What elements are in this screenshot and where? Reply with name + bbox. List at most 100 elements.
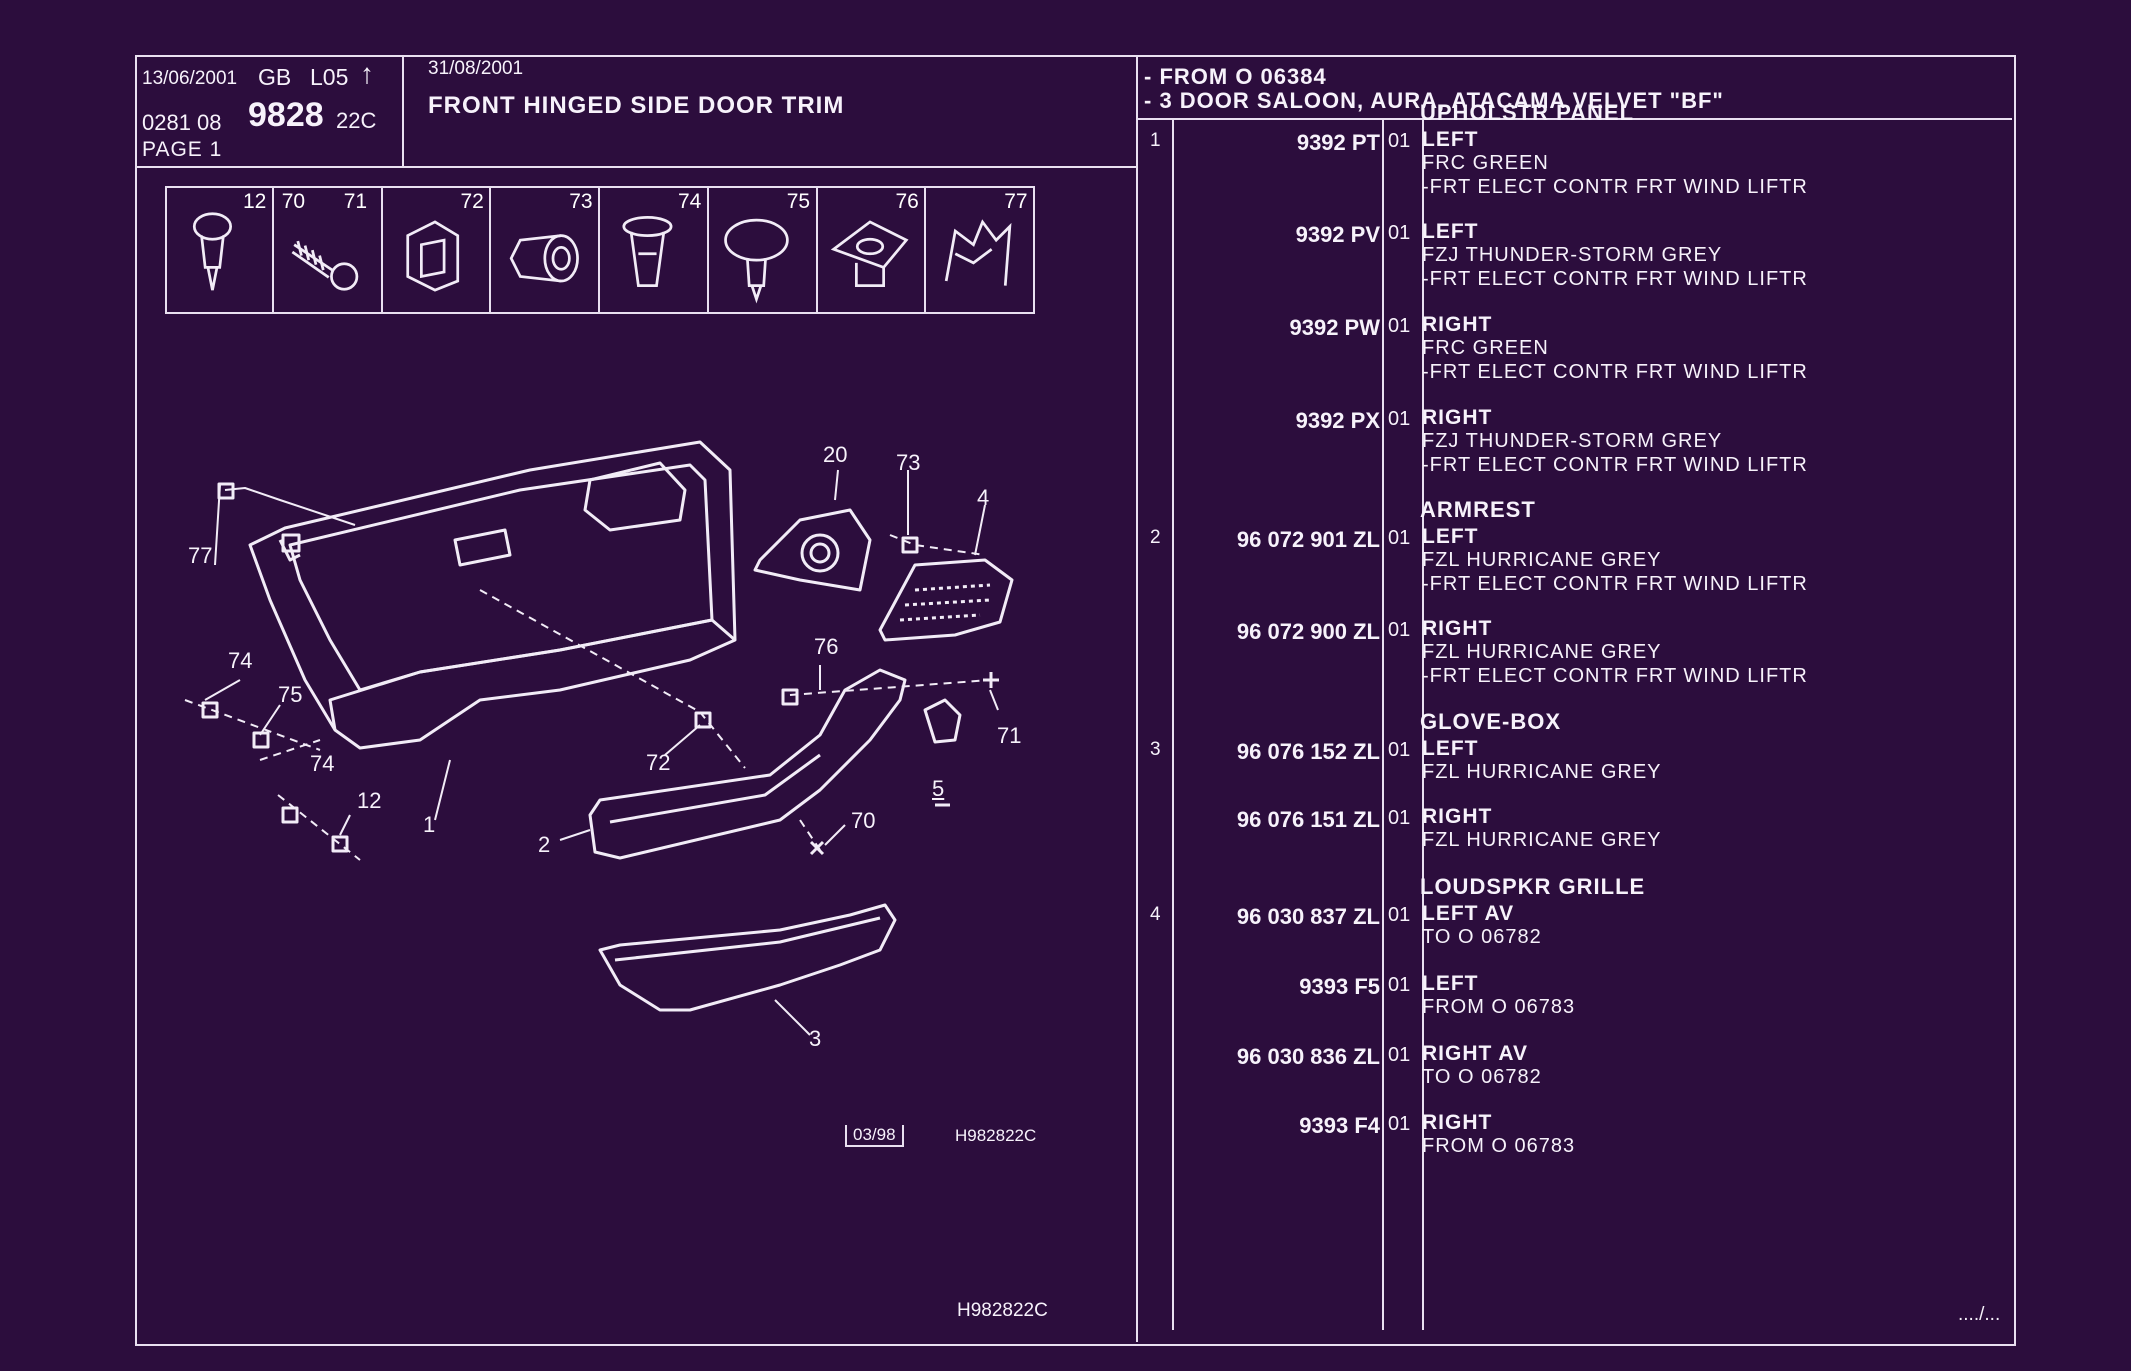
callout-71: 71: [997, 723, 1022, 748]
level-code: 01: [1388, 1044, 1411, 1066]
fastener-cell: 75: [709, 186, 818, 314]
description-line: FZL HURRICANE GREY: [1422, 549, 1662, 571]
side-label: RIGHT: [1422, 1111, 1493, 1134]
part-reference: 96 076 152 ZL: [1236, 739, 1380, 764]
item-number: 3: [1150, 739, 1161, 760]
side-label: RIGHT: [1422, 805, 1493, 828]
side-label: RIGHT: [1422, 406, 1493, 429]
description-line: FZL HURRICANE GREY: [1422, 761, 1662, 783]
part-reference: 9392 PV: [1295, 222, 1380, 247]
description-line: FRC GREEN: [1422, 152, 1549, 174]
location-code: L05: [310, 64, 349, 90]
up-arrow-icon: ↑: [360, 58, 374, 89]
header-bottom-right: [1136, 118, 2012, 120]
main-divider: [1136, 57, 1138, 1342]
side-label: RIGHT: [1422, 617, 1493, 640]
description-line: FROM O 06783: [1422, 1135, 1576, 1157]
level-code: 01: [1388, 315, 1411, 337]
description-line: FROM O 06783: [1422, 996, 1576, 1018]
item-number: 4: [1150, 904, 1161, 925]
side-label: LEFT AV: [1422, 902, 1515, 925]
diagram-date-stamp: 03/98: [845, 1125, 904, 1147]
part-reference: 9393 F5: [1299, 974, 1380, 999]
header-bottom-left: [137, 166, 1136, 168]
col-level-divider: [1382, 120, 1384, 1330]
grommet-icon: [830, 220, 909, 287]
spring-clip-icon: [945, 219, 1012, 286]
callout-70: 70: [851, 808, 876, 833]
fastener-cell: 12: [165, 186, 274, 314]
door-panel-shape: [248, 440, 737, 750]
push-rivet-icon: [192, 212, 232, 291]
part-group-name: UPHOLSTR PANEL: [1420, 100, 1635, 125]
ref-prefix: 0281 08: [142, 110, 222, 135]
part-group-name: ARMREST: [1420, 497, 1536, 522]
level-code: 01: [1388, 739, 1411, 761]
fastener-cell: 74: [600, 186, 709, 314]
description-line: FZJ THUNDER-STORM GREY: [1422, 430, 1723, 452]
part-reference: 96 072 900 ZL: [1236, 619, 1380, 644]
side-label: RIGHT AV: [1422, 1042, 1528, 1065]
level-code: 01: [1388, 222, 1411, 244]
ref-suffix: 22C: [336, 108, 377, 133]
footer-code: H982822C: [957, 1300, 1048, 1321]
speaker-housing: [753, 508, 872, 592]
level-code: 01: [1388, 527, 1411, 549]
col-item-divider: [1172, 120, 1174, 1330]
glove-box-shape: [598, 903, 897, 1012]
side-label: LEFT: [1422, 220, 1479, 243]
fastener-cell: 77: [926, 186, 1035, 314]
callout-74b: 74: [310, 751, 335, 776]
description-line: -FRT ELECT CONTR FRT WIND LIFTR: [1422, 268, 1808, 290]
armrest-shape: [588, 668, 907, 860]
callout-77: 77: [188, 543, 213, 568]
callout-3: 3: [809, 1026, 822, 1051]
part-reference: 96 072 901 ZL: [1236, 527, 1380, 552]
speaker-recess: [583, 461, 687, 532]
clip-part-5: [923, 698, 962, 744]
fastener-label: 73: [569, 190, 593, 213]
issue-date: 13/06/2001: [142, 68, 238, 89]
fastener-cell: 72: [383, 186, 492, 314]
col-desc-divider: [1422, 120, 1424, 1330]
callout-5: 5: [932, 776, 945, 801]
loudspeaker-grille: [878, 558, 1014, 642]
page-title: FRONT HINGED SIDE DOOR TRIM: [428, 92, 845, 119]
screw-icon: [291, 240, 359, 291]
callout-4: 4: [977, 485, 990, 510]
part-group-name: LOUDSPKR GRILLE: [1420, 874, 1646, 899]
level-code: 01: [1388, 904, 1411, 926]
part-reference: 96 030 836 ZL: [1236, 1044, 1380, 1069]
clip-icon: [405, 220, 459, 292]
side-label: LEFT: [1422, 972, 1479, 995]
description-line: TO O 06782: [1422, 926, 1542, 948]
fastener-label: 72: [460, 190, 484, 213]
level-code: 01: [1388, 974, 1411, 996]
model-line: - 3 DOOR SALOON, AURA, ATACAMA VELVET "B…: [1144, 88, 1724, 113]
callout-1: 1: [423, 812, 436, 837]
part-reference: 96 076 151 ZL: [1236, 807, 1380, 832]
from-serial: - FROM O 06384: [1144, 64, 1327, 89]
callout-73: 73: [896, 450, 921, 475]
part-reference: 9392 PX: [1295, 408, 1380, 433]
nut-insert-icon: [509, 234, 580, 283]
callout-12: 12: [357, 788, 382, 813]
side-label: LEFT: [1422, 525, 1479, 548]
fastener-label: 77: [1004, 190, 1028, 213]
callout-72: 72: [646, 750, 671, 775]
item-number: 1: [1150, 130, 1161, 151]
header-divider-left: [402, 57, 404, 167]
ref-main: 9828: [248, 96, 324, 134]
fastener-label: 75: [786, 190, 811, 213]
fastener-cell: 73: [491, 186, 600, 314]
diagram-code: H982822C: [955, 1126, 1037, 1145]
callout-75: 75: [278, 682, 303, 707]
description-line: FZL HURRICANE GREY: [1422, 829, 1662, 851]
revision-date: 31/08/2001: [428, 58, 524, 79]
push-pin-icon: [723, 218, 789, 304]
side-label: RIGHT: [1422, 313, 1493, 336]
sheet-frame: [135, 55, 2016, 1346]
plug-icon: [622, 216, 673, 287]
item-number: 2: [1150, 527, 1161, 548]
